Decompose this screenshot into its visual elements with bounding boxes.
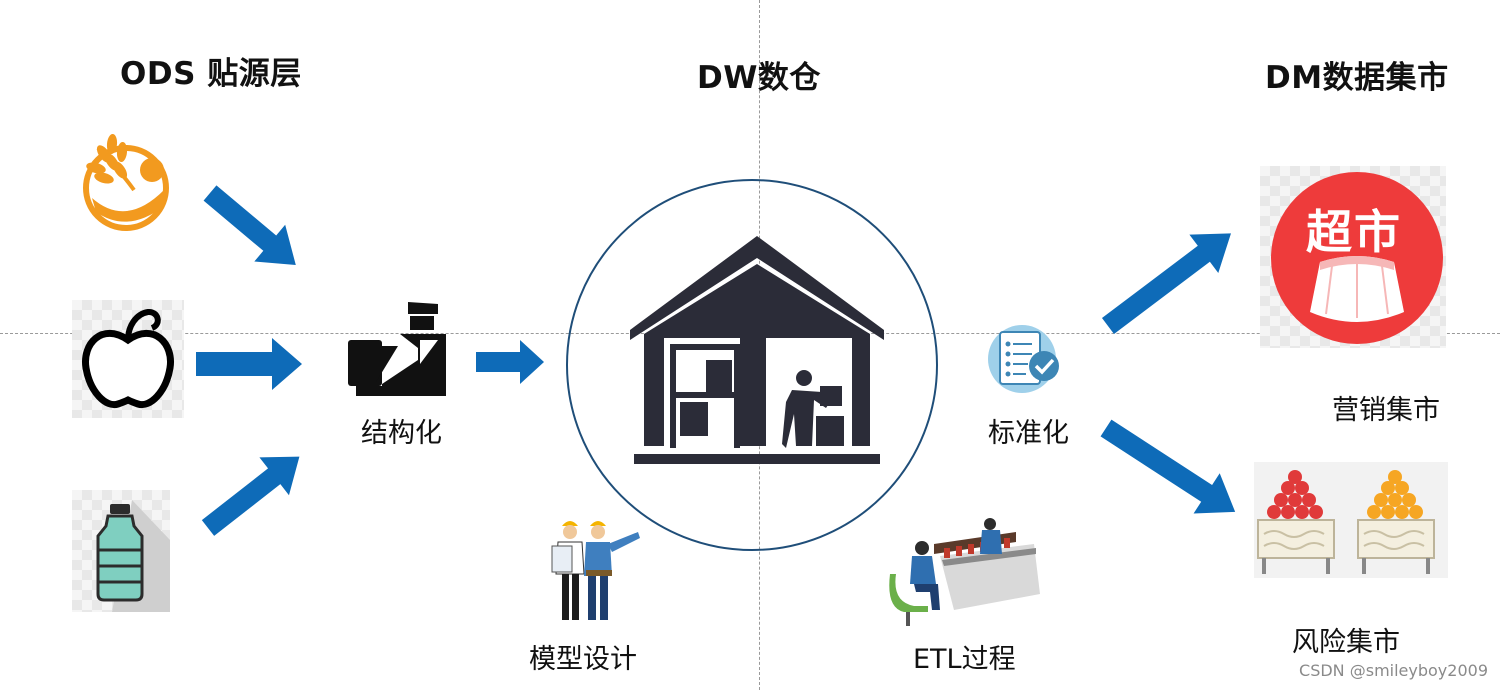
orange-stall bbox=[1358, 470, 1434, 574]
risk-mart-label: 风险集市 bbox=[1292, 620, 1400, 659]
arrow-structure-to-dw bbox=[476, 340, 544, 384]
supermarket-icon: 超市 bbox=[1260, 166, 1446, 348]
assembly-line-icon bbox=[884, 514, 1046, 628]
standardized-label: 标准化 bbox=[988, 411, 1069, 450]
checklist-icon bbox=[982, 322, 1068, 396]
apple-stall bbox=[1258, 470, 1334, 574]
etl-label: ETL过程 bbox=[913, 637, 1016, 676]
structured-label: 结构化 bbox=[361, 411, 442, 450]
fruit-stall-icon bbox=[1254, 462, 1448, 578]
arrow-dw-to-risk bbox=[1093, 408, 1248, 532]
model-design-label: 模型设计 bbox=[529, 637, 637, 676]
arrow-grain-to-structure bbox=[195, 175, 312, 284]
arrow-bottle-to-structure bbox=[193, 438, 314, 547]
warehouse-icon bbox=[626, 234, 888, 466]
supermarket-sign-text: 超市 bbox=[1306, 196, 1402, 262]
watermark: CSDN @smileyboy2009 bbox=[1299, 661, 1488, 680]
inspector-icon bbox=[346, 300, 454, 398]
marketing-mart-label: 营销集市 bbox=[1332, 388, 1440, 427]
arrow-dw-to-marketing bbox=[1094, 214, 1246, 345]
workers-icon bbox=[550, 514, 644, 626]
arrow-apple-to-structure bbox=[196, 338, 302, 390]
